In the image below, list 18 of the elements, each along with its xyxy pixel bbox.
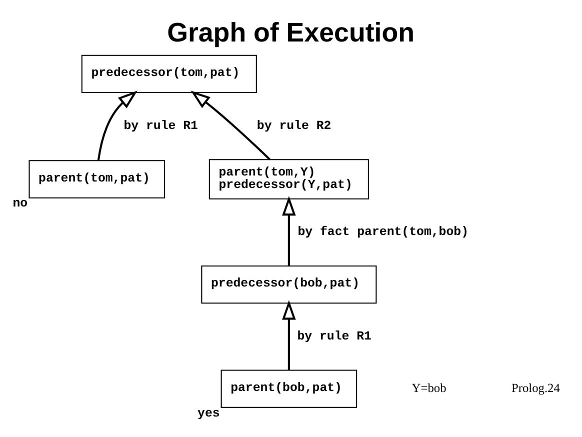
node-label: no [12,196,28,210]
arrow [282,300,296,370]
label: Prolog.24 [511,380,560,395]
node-box: predecessor(bob,pat) [201,264,377,304]
edge-label: by rule R2 [256,118,332,132]
edge-label: by rule R1 [124,118,198,132]
diagram-title: Graph of Execution [167,17,415,48]
edge-label: by fact parent(tom,bob) [298,224,469,239]
node-label: yes [198,406,220,420]
edge-label: by rule R1 [297,328,372,343]
arrow [282,195,296,266]
arrow [190,90,270,160]
label: Y=bob [412,380,446,395]
arrow [97,90,138,160]
node-box: parent(bob,pat) [220,369,358,408]
node-box: parent(tom,Y) predecessor(Y,pat) [208,158,369,199]
node-box: parent(tom,pat) [28,160,166,198]
node-box: predecessor(tom,pat) [81,54,257,93]
